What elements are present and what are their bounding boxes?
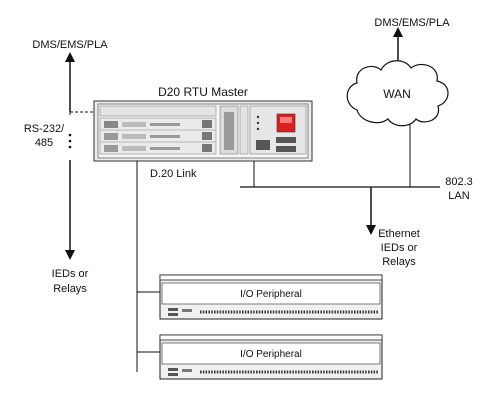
- label-io-peripheral-1: I/O Peripheral: [240, 289, 302, 300]
- io-peripheral-1: [159, 274, 383, 320]
- label-d20-link: D.20 Link: [150, 168, 197, 180]
- label-dms-right: DMS/EMS/PLA: [374, 17, 450, 29]
- d20-link-bus: [136, 161, 160, 372]
- label-485: 485: [35, 137, 53, 149]
- wan-cloud: [346, 27, 449, 127]
- label-io-peripheral-2: I/O Peripheral: [240, 349, 302, 360]
- label-d20-rtu-master: D20 RTU Master: [158, 85, 248, 99]
- dot: [68, 133, 72, 137]
- label-ieds-or: IEDs or: [52, 268, 89, 280]
- lan-bus: [240, 122, 440, 235]
- label-rs232: RS-232/: [24, 123, 65, 135]
- label-eth-ieds-or: IEDs or: [381, 242, 418, 254]
- dot: [68, 139, 72, 143]
- dot: [68, 145, 72, 149]
- d20-rtu-master: [93, 100, 313, 162]
- label-wan: WAN: [383, 87, 411, 101]
- label-ethernet: Ethernet: [378, 228, 420, 240]
- label-lan: LAN: [448, 190, 469, 202]
- label-eth-relays: Relays: [382, 256, 416, 268]
- label-relays: Relays: [53, 283, 87, 295]
- label-802-3: 802.3: [445, 176, 473, 188]
- label-dms-left: DMS/EMS/PLA: [32, 39, 108, 51]
- io-peripheral-2: [159, 334, 383, 380]
- serial-connection: [65, 52, 94, 260]
